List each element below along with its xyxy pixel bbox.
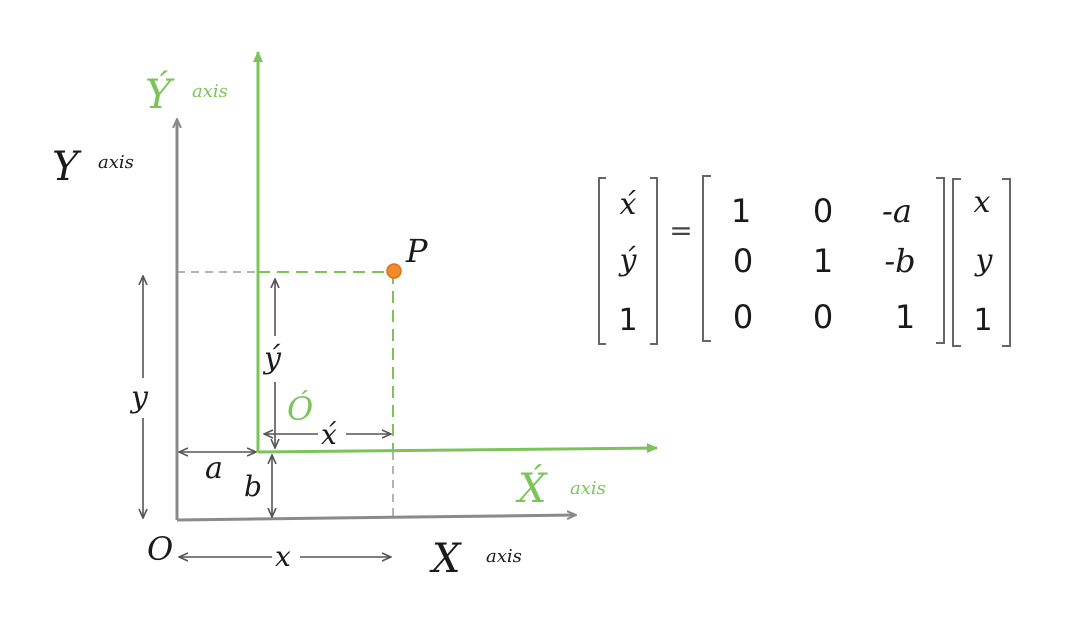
x-axis-label-letter: X xyxy=(429,536,462,582)
dim-x-label: x xyxy=(275,540,291,573)
lhs-bracket-left xyxy=(598,177,606,345)
matrix-cell-1-2: -b xyxy=(884,242,915,280)
origin-label: O xyxy=(147,530,173,568)
matrix-cell-1-0: 0 xyxy=(733,242,753,280)
transformation-equation: x́ ý 1 = 1 0 -a 0 1 -b 0 0 1 x y 1 xyxy=(598,175,1011,347)
xp-axis-line xyxy=(257,443,658,454)
matrix-bracket-right xyxy=(936,177,945,344)
yp-axis-label-word: axis xyxy=(192,81,228,102)
dim-yp-label: ý xyxy=(262,341,282,376)
dim-b-label: b xyxy=(244,470,262,503)
dim-a-label: a xyxy=(205,451,223,486)
rhs-bracket-left xyxy=(952,178,961,347)
dim-y-label: y xyxy=(129,380,149,415)
matrix-cell-0-1: 0 xyxy=(813,192,833,230)
lhs-entry-0: x́ xyxy=(620,187,637,222)
x-axis-line xyxy=(176,515,575,522)
yp-axis-label-letter: Ý xyxy=(145,71,175,118)
xp-axis-label-letter: X́ xyxy=(515,466,548,512)
x-axis-label-word: axis xyxy=(486,546,522,567)
matrix-cell-0-0: 1 xyxy=(731,192,751,230)
rhs-entry-1: y xyxy=(974,243,994,278)
matrix-cell-2-1: 0 xyxy=(813,298,833,336)
origin-prime-label: Ó xyxy=(287,390,313,428)
y-axis-label-word: axis xyxy=(98,152,134,173)
y-axis-label-letter: Y xyxy=(52,144,82,190)
rhs-entry-0: x xyxy=(974,185,991,220)
lhs-entry-2: 1 xyxy=(618,303,637,338)
lhs-bracket-right xyxy=(650,177,658,345)
matrix-cell-0-2: -a xyxy=(882,192,912,230)
matrix-cell-1-1: 1 xyxy=(813,242,833,280)
point-p-label: P xyxy=(405,232,428,270)
lhs-entry-1: ý xyxy=(618,243,638,278)
matrix-cell-2-0: 0 xyxy=(733,298,753,336)
point-p-marker xyxy=(386,263,402,279)
dim-xp-label: x́ xyxy=(321,418,337,451)
equals-sign: = xyxy=(669,214,692,247)
rhs-bracket-right xyxy=(1002,178,1011,347)
rhs-entry-2: 1 xyxy=(973,303,992,338)
xp-axis-label-word: axis xyxy=(570,478,606,499)
matrix-bracket-left xyxy=(702,175,711,342)
matrix-cell-2-2: 1 xyxy=(895,298,915,336)
